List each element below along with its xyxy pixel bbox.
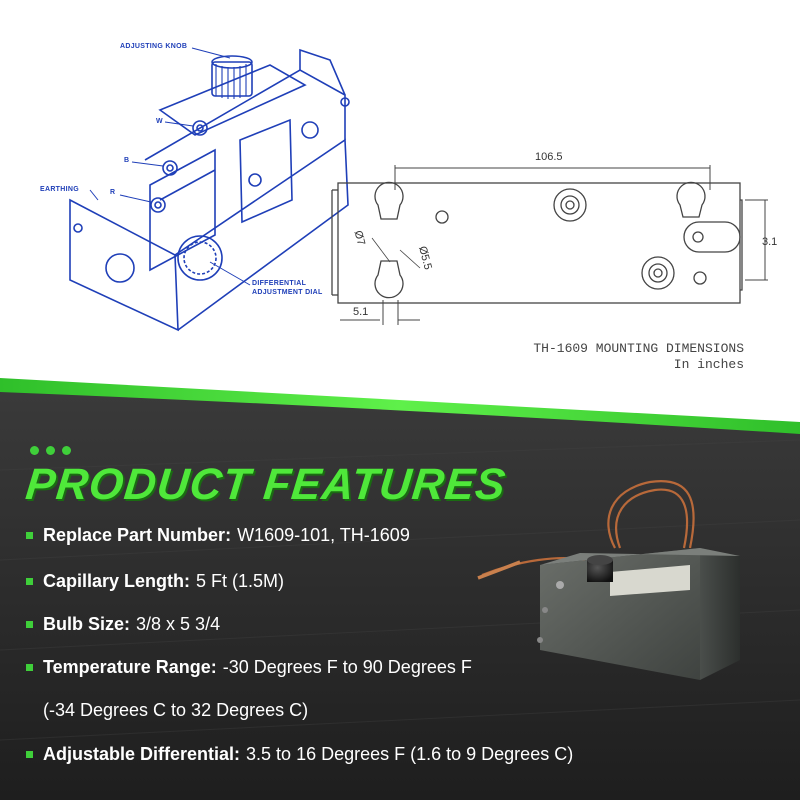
feature-value: 3/8 x 5 3/4 xyxy=(136,614,221,634)
thermostat-drawing xyxy=(69,47,350,332)
decorative-dots xyxy=(30,446,71,455)
dot-icon xyxy=(46,446,55,455)
label-differential-2: ADJUSTMENT DIAL xyxy=(252,289,323,296)
dimension-width: 106.5 xyxy=(535,151,563,163)
feature-value: (-34 Degrees C to 32 Degrees C) xyxy=(43,700,309,720)
feature-item: Bulb Size: 3/8 x 5 3/4 xyxy=(26,614,220,635)
feature-value: 3.5 to 16 Degrees F (1.6 to 9 Degrees C) xyxy=(246,744,574,764)
bullet-icon xyxy=(26,578,33,585)
feature-item: Adjustable Differential: 3.5 to 16 Degre… xyxy=(26,744,573,765)
feature-item: Capillary Length: 5 Ft (1.5M) xyxy=(26,571,284,592)
label-terminal-w: W xyxy=(156,118,163,125)
dot-icon xyxy=(30,446,39,455)
label-differential-1: DIFFERENTIAL xyxy=(252,280,307,287)
feature-value: -30 Degrees F to 90 Degrees F xyxy=(222,657,472,677)
label-adjusting-knob: ADJUSTING KNOB xyxy=(120,43,188,50)
feature-item: Temperature Range: -30 Degrees F to 90 D… xyxy=(26,657,472,678)
label-earthing: EARTHING xyxy=(40,186,79,193)
caption-units: In inches xyxy=(673,357,744,372)
feature-label: Adjustable Differential: xyxy=(43,744,241,764)
feature-label: Capillary Length: xyxy=(43,571,191,591)
feature-label: Temperature Range: xyxy=(43,657,217,677)
feature-item-continued: (-34 Degrees C to 32 Degrees C) xyxy=(43,700,308,721)
caption-title: TH-1609 MOUNTING DIMENSIONS xyxy=(533,341,744,356)
dimension-height: 3.1 xyxy=(762,236,778,248)
dot-icon xyxy=(62,446,71,455)
bullet-icon xyxy=(26,751,33,758)
bullet-icon xyxy=(26,621,33,628)
label-terminal-r: R xyxy=(110,189,116,196)
feature-value: W1609-101, TH-1609 xyxy=(237,525,410,545)
feature-label: Replace Part Number: xyxy=(43,525,232,545)
feature-value: 5 Ft (1.5M) xyxy=(196,571,285,591)
feature-label: Bulb Size: xyxy=(43,614,131,634)
bullet-icon xyxy=(26,532,33,539)
bullet-icon xyxy=(26,664,33,671)
diagram-section xyxy=(0,0,800,400)
mounting-dimension-drawing xyxy=(331,165,768,325)
dimension-offset: 5.1 xyxy=(353,306,369,318)
label-terminal-b: B xyxy=(124,157,130,164)
feature-item: Replace Part Number: W1609-101, TH-1609 xyxy=(26,525,410,546)
